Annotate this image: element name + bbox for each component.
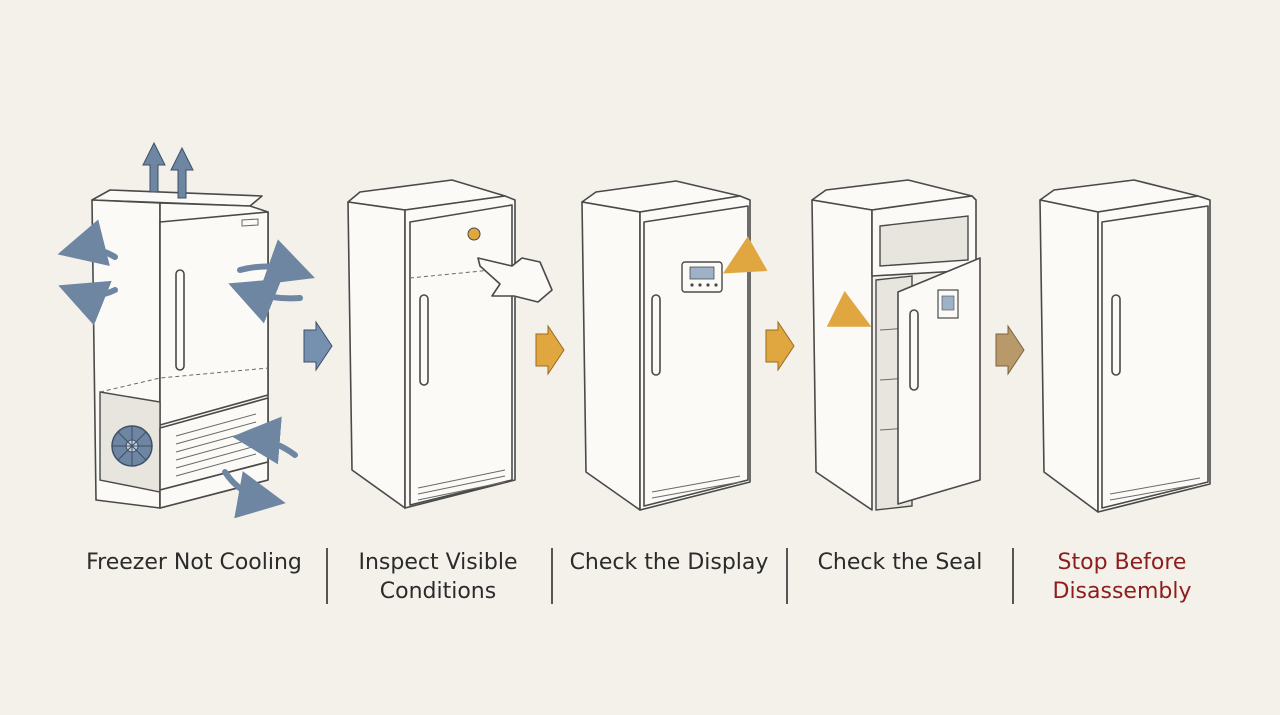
fridge-door bbox=[1101, 205, 1209, 509]
indicator-light-icon bbox=[467, 227, 481, 241]
stop-before-disassembly-illustration bbox=[1039, 179, 1211, 513]
fridge-door bbox=[159, 211, 269, 426]
step-label-inspect-visible-conditions: Inspect Visible Conditions bbox=[358, 550, 518, 604]
pointer-arrow-icon bbox=[722, 236, 768, 274]
step-label-stop-before-disassembly: Stop Before Disassembly bbox=[1052, 550, 1192, 604]
step-label-check-the-seal: Check the Seal bbox=[817, 550, 983, 575]
freezer-interior bbox=[879, 215, 969, 267]
check-the-seal-illustration bbox=[811, 179, 981, 511]
fridge-door bbox=[409, 204, 513, 506]
check-the-display-illustration bbox=[581, 180, 768, 511]
freezer-not-cooling-illustration bbox=[57, 141, 315, 519]
next-step-arrow-icon bbox=[303, 320, 333, 372]
next-step-arrow-icon bbox=[765, 320, 795, 372]
inspect-visible-conditions-illustration bbox=[347, 179, 553, 509]
hand-pointer-icon bbox=[477, 257, 553, 303]
door-handle bbox=[419, 294, 429, 386]
badge-icon bbox=[241, 218, 259, 227]
pointer-arrow-icon bbox=[826, 290, 872, 327]
door-handle bbox=[651, 294, 661, 376]
divider bbox=[1012, 548, 1014, 604]
door-handle bbox=[909, 309, 919, 391]
next-step-arrow-icon bbox=[995, 324, 1025, 376]
divider bbox=[786, 548, 788, 604]
divider bbox=[326, 548, 328, 604]
divider bbox=[551, 548, 553, 604]
step-label-check-the-display: Check the Display bbox=[569, 550, 769, 575]
door-handle bbox=[1111, 294, 1121, 376]
door-handle bbox=[175, 269, 185, 371]
step-label-freezer-not-cooling: Freezer Not Cooling bbox=[86, 550, 302, 575]
airflow-arrow-icon bbox=[142, 141, 194, 199]
next-step-arrow-icon bbox=[535, 324, 565, 376]
